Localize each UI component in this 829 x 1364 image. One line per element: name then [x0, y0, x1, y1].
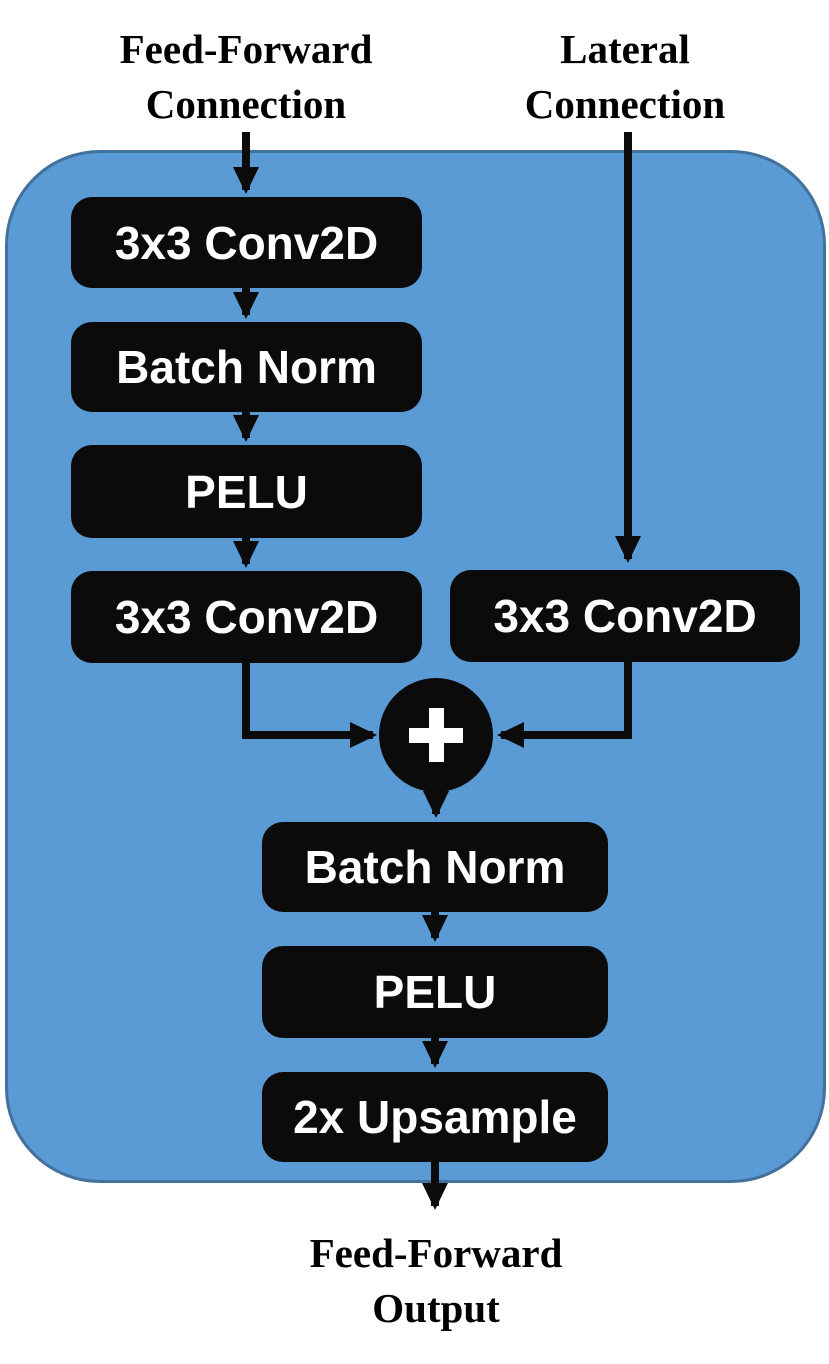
feedforward-output-label: Feed-Forward Output	[246, 1226, 626, 1336]
node-conv2d-1: 3x3 Conv2D	[71, 197, 422, 288]
lateral-connection-label-line2: Connection	[524, 81, 726, 127]
node-batch-norm-1: Batch Norm	[71, 322, 422, 412]
feedforward-connection-label-line2: Connection	[145, 81, 347, 127]
lateral-connection-label: Lateral Connection	[435, 22, 815, 132]
node-pelu-1: PELU	[71, 445, 422, 538]
feedforward-output-label-line2: Output	[372, 1285, 500, 1331]
feedforward-connection-label: Feed-Forward Connection	[56, 22, 436, 132]
feedforward-connection-label-line1: Feed-Forward	[119, 26, 373, 72]
lateral-connection-label-line1: Lateral	[560, 26, 690, 72]
node-pelu-2: PELU	[262, 946, 608, 1038]
node-upsample: 2x Upsample	[262, 1072, 608, 1162]
node-batch-norm-2: Batch Norm	[262, 822, 608, 912]
feedforward-output-label-line1: Feed-Forward	[309, 1230, 563, 1276]
node-conv2d-lateral: 3x3 Conv2D	[450, 570, 800, 662]
merge-add-node	[379, 678, 493, 792]
node-conv2d-2: 3x3 Conv2D	[71, 571, 422, 663]
